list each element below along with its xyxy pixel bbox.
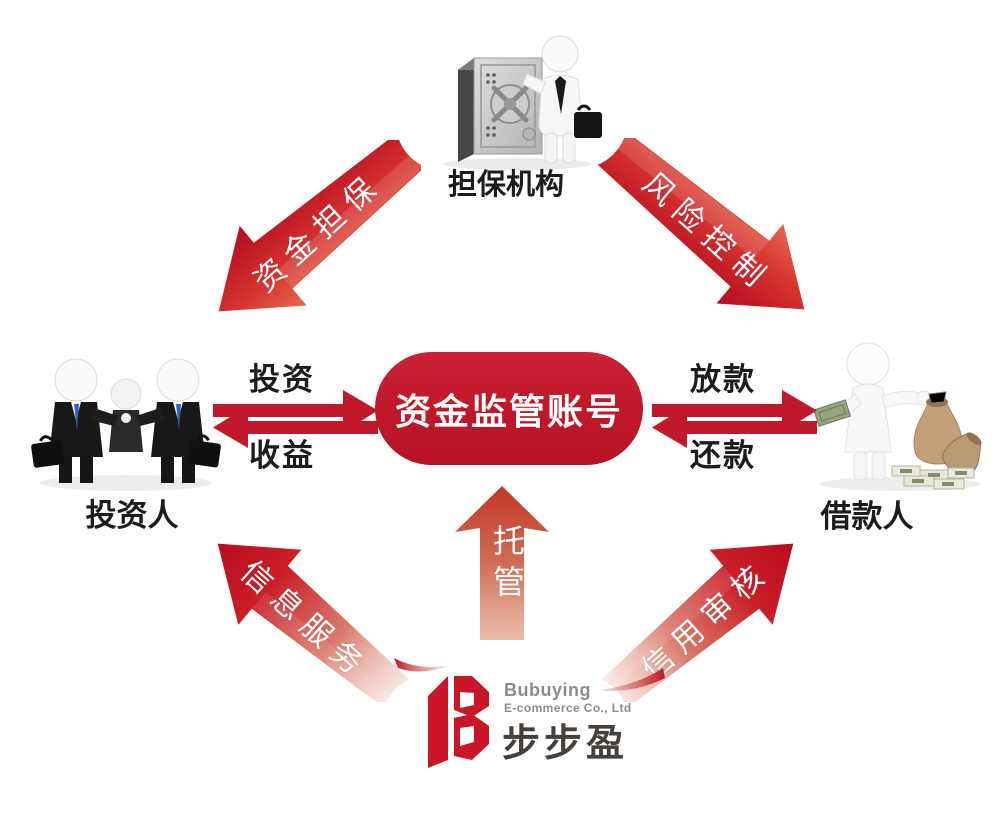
invest-label: 投资 bbox=[249, 362, 315, 397]
risk-control-arrow bbox=[598, 138, 805, 310]
arrow-tail-flourish-left-icon bbox=[394, 658, 448, 672]
investors-label: 投资人 bbox=[85, 498, 179, 533]
logo-brand-en: Bubuying bbox=[504, 680, 591, 700]
custody-arrow bbox=[455, 486, 549, 640]
safe-vault-guarantor-illustration bbox=[444, 35, 602, 170]
disburse-repay-arrows bbox=[652, 390, 817, 448]
guarantee-institution-label: 担保机构 bbox=[447, 169, 564, 201]
borrower-label: 借款人 bbox=[820, 499, 914, 534]
fund-supervision-account-label: 资金监管账号 bbox=[394, 390, 623, 432]
borrower-illustration bbox=[813, 342, 982, 491]
disburse-label: 放款 bbox=[690, 362, 756, 397]
info-service-arrow bbox=[217, 543, 410, 702]
invest-returns-arrows bbox=[213, 390, 378, 448]
logo-brand-cn: 步步盈 bbox=[502, 723, 629, 765]
fund-supervision-account-capsule: 资金监管账号 bbox=[375, 352, 643, 465]
arrow-tail-flourish-right-icon bbox=[599, 668, 665, 691]
custody-label: 托管 bbox=[489, 524, 525, 606]
credit-review-arrow bbox=[601, 543, 794, 702]
logo-company-name: E-commerce Co., Ltd bbox=[504, 701, 632, 715]
fund-guarantee-arrow bbox=[218, 140, 421, 312]
returns-label: 收益 bbox=[249, 438, 315, 473]
bubuying-logo-icon bbox=[428, 676, 489, 768]
investors-illustration bbox=[31, 358, 221, 491]
repay-label: 还款 bbox=[690, 438, 756, 473]
